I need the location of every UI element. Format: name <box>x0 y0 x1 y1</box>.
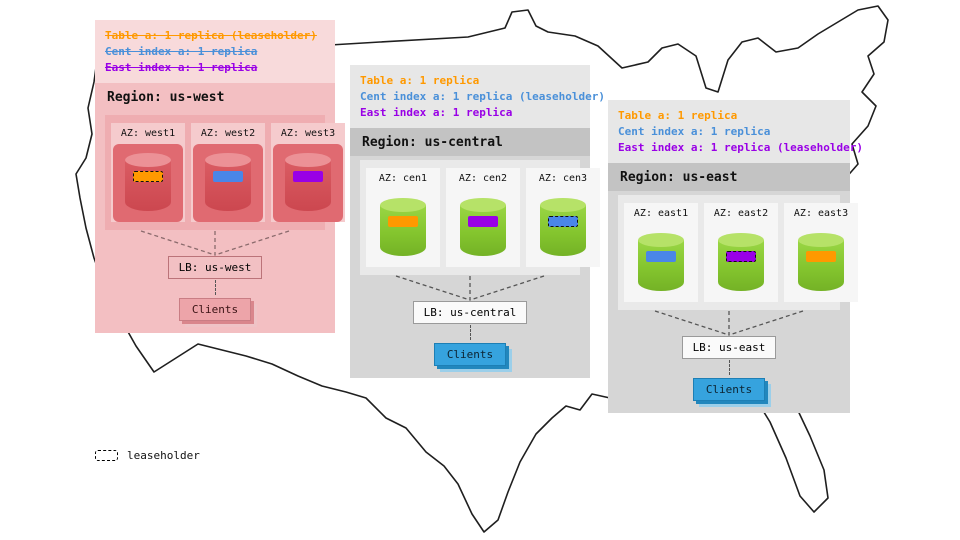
az-box-cen2: AZ: cen2 <box>446 168 520 267</box>
az-box-cen3: AZ: cen3 <box>526 168 600 267</box>
load-balancer-us-central: LB: us-central <box>412 301 528 324</box>
az-container-us-central: AZ: cen1 AZ: cen2 AZ: cen3 <box>360 160 600 275</box>
az-label: AZ: cen2 <box>458 173 508 184</box>
clients-box-us-central: Clients <box>433 343 507 366</box>
az-box-west3: AZ: west3 <box>271 123 345 222</box>
database-cylinder <box>528 189 598 267</box>
annotation-table-replica: Table a: 1 replica <box>360 74 480 87</box>
annotation-table-replica: Table a: 1 replica (leaseholder) <box>105 29 317 42</box>
leaseholder-replica-chip <box>548 216 578 227</box>
az-label: AZ: west3 <box>280 128 336 139</box>
az-to-lb-connectors <box>654 310 804 336</box>
load-balancer-us-west: LB: us-west <box>167 256 263 279</box>
leaseholder-replica-chip <box>133 171 163 182</box>
az-label: AZ: east1 <box>633 208 689 219</box>
replica-chip <box>468 216 498 227</box>
region-title-us-east: Region: us-east <box>608 163 850 191</box>
az-to-lb-connectors <box>395 275 545 301</box>
database-cylinder <box>273 144 343 222</box>
legend-label: leaseholder <box>127 449 200 462</box>
database-cylinder <box>368 189 438 267</box>
database-cylinder <box>786 224 856 302</box>
az-to-lb-connectors <box>140 230 290 256</box>
lb-to-clients-connector <box>214 280 216 295</box>
region-panel-us-central: Table a: 1 replica Cent index a: 1 repli… <box>350 65 606 378</box>
replica-chip <box>213 171 243 182</box>
annotation-east-index-replica: East index a: 1 replica <box>360 106 513 119</box>
annotation-table-replica: Table a: 1 replica <box>618 109 738 122</box>
az-container-us-east: AZ: east1 AZ: east2 AZ: east3 <box>618 195 858 310</box>
replica-chip <box>646 251 676 262</box>
az-box-cen1: AZ: cen1 <box>366 168 440 267</box>
annotation-cent-index-replica: Cent index a: 1 replica (leaseholder) <box>360 90 606 103</box>
database-cylinder <box>113 144 183 222</box>
replica-chip <box>293 171 323 182</box>
annotation-east-index-replica: East index a: 1 replica (leaseholder) <box>618 141 864 154</box>
region-title-us-central: Region: us-central <box>350 128 590 156</box>
annotation-cent-index-replica: Cent index a: 1 replica <box>105 45 258 58</box>
replica-annotations-us-west: Table a: 1 replica (leaseholder) Cent in… <box>95 20 335 83</box>
az-box-east3: AZ: east3 <box>784 203 858 302</box>
replica-chip <box>388 216 418 227</box>
region-panel-us-west: Table a: 1 replica (leaseholder) Cent in… <box>95 20 345 333</box>
az-box-west1: AZ: west1 <box>111 123 185 222</box>
az-container-us-west: AZ: west1 AZ: west2 AZ: west3 <box>105 115 345 230</box>
az-label: AZ: cen3 <box>538 173 588 184</box>
replica-annotations-us-east: Table a: 1 replica Cent index a: 1 repli… <box>608 100 864 163</box>
replica-annotations-us-central: Table a: 1 replica Cent index a: 1 repli… <box>350 65 606 128</box>
az-label: AZ: east2 <box>713 208 769 219</box>
region-panel-us-east: Table a: 1 replica Cent index a: 1 repli… <box>608 100 864 413</box>
az-label: AZ: east3 <box>793 208 849 219</box>
az-label: AZ: west1 <box>120 128 176 139</box>
az-box-west2: AZ: west2 <box>191 123 265 222</box>
az-box-east2: AZ: east2 <box>704 203 778 302</box>
lb-to-clients-connector <box>469 325 471 340</box>
database-cylinder <box>448 189 518 267</box>
lb-to-clients-connector <box>728 360 730 375</box>
database-cylinder <box>193 144 263 222</box>
legend-leaseholder: leaseholder <box>95 449 200 462</box>
leaseholder-swatch-icon <box>95 450 118 461</box>
database-cylinder <box>706 224 776 302</box>
az-label: AZ: cen1 <box>378 173 428 184</box>
az-label: AZ: west2 <box>200 128 256 139</box>
az-box-east1: AZ: east1 <box>624 203 698 302</box>
replica-chip <box>806 251 836 262</box>
clients-box-us-east: Clients <box>692 378 766 401</box>
database-cylinder <box>626 224 696 302</box>
annotation-east-index-replica: East index a: 1 replica <box>105 61 258 74</box>
leaseholder-replica-chip <box>726 251 756 262</box>
region-title-us-west: Region: us-west <box>107 90 225 105</box>
clients-box-us-west: Clients <box>178 298 252 321</box>
load-balancer-us-east: LB: us-east <box>681 336 777 359</box>
annotation-cent-index-replica: Cent index a: 1 replica <box>618 125 771 138</box>
